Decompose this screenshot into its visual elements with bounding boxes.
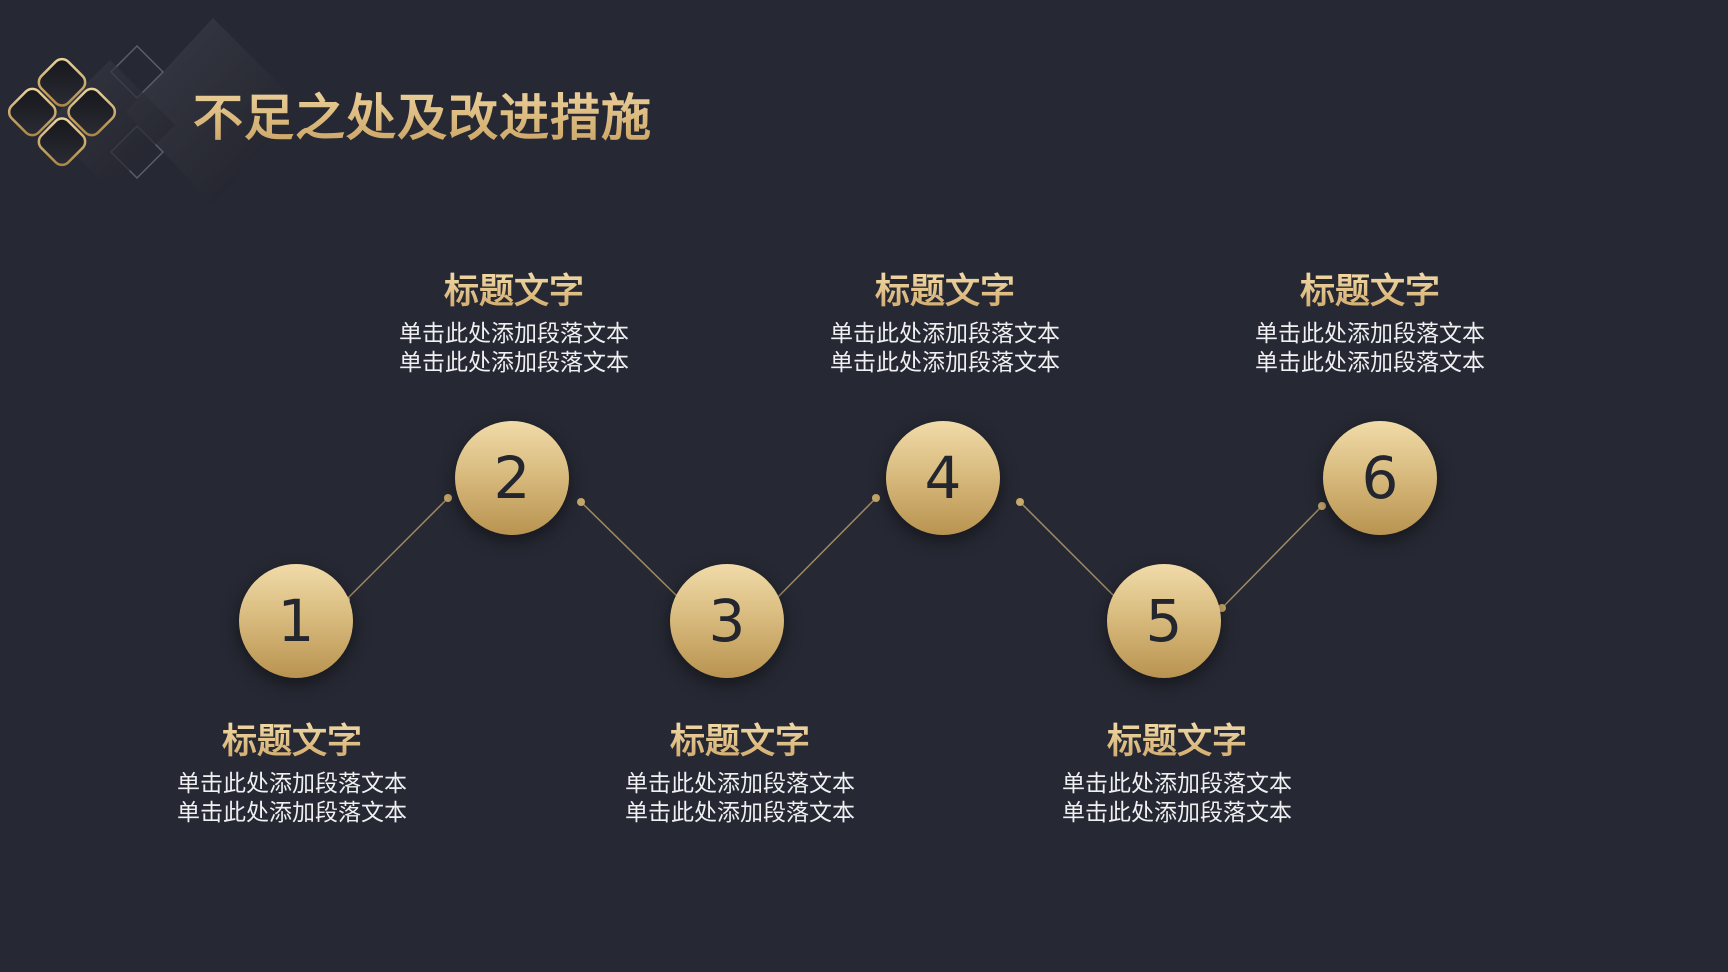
step-5-number: 5 bbox=[1145, 587, 1183, 655]
connector-4-5 bbox=[1019, 501, 1119, 601]
step-2-desc-line1: 单击此处添加段落文本 bbox=[399, 321, 629, 347]
step-5-title: 标题文字 bbox=[1027, 720, 1327, 764]
step-2-text: 标题文字 单击此处添加段落文本 单击此处添加段落文本 bbox=[364, 270, 664, 378]
step-1-circle: 1 bbox=[239, 564, 353, 678]
step-2-title: 标题文字 bbox=[364, 270, 664, 314]
step-1-desc: 单击此处添加段落文本 单击此处添加段落文本 bbox=[142, 770, 442, 828]
step-2-number: 2 bbox=[493, 444, 531, 512]
step-4-number: 4 bbox=[924, 444, 962, 512]
step-6-title: 标题文字 bbox=[1220, 270, 1520, 314]
connector-3-4 bbox=[774, 497, 877, 601]
step-1-number: 1 bbox=[277, 587, 315, 655]
connector-dot bbox=[1318, 502, 1326, 510]
step-4-title: 标题文字 bbox=[795, 270, 1095, 314]
step-3-number: 3 bbox=[708, 587, 746, 655]
step-5-desc-line1: 单击此处添加段落文本 bbox=[1062, 771, 1292, 797]
step-3-desc-line1: 单击此处添加段落文本 bbox=[625, 771, 855, 797]
step-4-desc-line1: 单击此处添加段落文本 bbox=[830, 321, 1060, 347]
step-4-text: 标题文字 单击此处添加段落文本 单击此处添加段落文本 bbox=[795, 270, 1095, 378]
step-5-text: 标题文字 单击此处添加段落文本 单击此处添加段落文本 bbox=[1027, 720, 1327, 828]
step-3-circle: 3 bbox=[670, 564, 784, 678]
step-6-text: 标题文字 单击此处添加段落文本 单击此处添加段落文本 bbox=[1220, 270, 1520, 378]
connector-dot bbox=[872, 494, 880, 502]
step-5-desc-line2: 单击此处添加段落文本 bbox=[1062, 800, 1292, 826]
step-2-circle: 2 bbox=[455, 421, 569, 535]
step-6-desc-line1: 单击此处添加段落文本 bbox=[1255, 321, 1485, 347]
step-1-text: 标题文字 单击此处添加段落文本 单击此处添加段落文本 bbox=[142, 720, 442, 828]
step-3-text: 标题文字 单击此处添加段落文本 单击此处添加段落文本 bbox=[590, 720, 890, 828]
step-4-desc: 单击此处添加段落文本 单击此处添加段落文本 bbox=[795, 320, 1095, 378]
step-6-number: 6 bbox=[1361, 444, 1399, 512]
step-5-circle: 5 bbox=[1107, 564, 1221, 678]
step-3-desc: 单击此处添加段落文本 单击此处添加段落文本 bbox=[590, 770, 890, 828]
step-6-circle: 6 bbox=[1323, 421, 1437, 535]
connector-2-3 bbox=[580, 501, 682, 601]
step-1-title: 标题文字 bbox=[142, 720, 442, 764]
connector-dot bbox=[1016, 498, 1024, 506]
step-4-circle: 4 bbox=[886, 421, 1000, 535]
connector-dot bbox=[444, 494, 452, 502]
step-3-desc-line2: 单击此处添加段落文本 bbox=[625, 800, 855, 826]
step-1-desc-line1: 单击此处添加段落文本 bbox=[177, 771, 407, 797]
step-2-desc: 单击此处添加段落文本 单击此处添加段落文本 bbox=[364, 320, 664, 378]
step-6-desc: 单击此处添加段落文本 单击此处添加段落文本 bbox=[1220, 320, 1520, 378]
slide-title: 不足之处及改进措施 bbox=[193, 78, 652, 150]
step-4-desc-line2: 单击此处添加段落文本 bbox=[830, 350, 1060, 376]
connector-1-2 bbox=[345, 497, 449, 601]
connector-dot bbox=[577, 498, 585, 506]
step-5-desc: 单击此处添加段落文本 单击此处添加段落文本 bbox=[1027, 770, 1327, 828]
connector-5-6 bbox=[1221, 505, 1323, 609]
step-6-desc-line2: 单击此处添加段落文本 bbox=[1255, 350, 1485, 376]
step-2-desc-line2: 单击此处添加段落文本 bbox=[399, 350, 629, 376]
step-1-desc-line2: 单击此处添加段落文本 bbox=[177, 800, 407, 826]
step-3-title: 标题文字 bbox=[590, 720, 890, 764]
corner-diamond-ornament bbox=[7, 18, 300, 205]
